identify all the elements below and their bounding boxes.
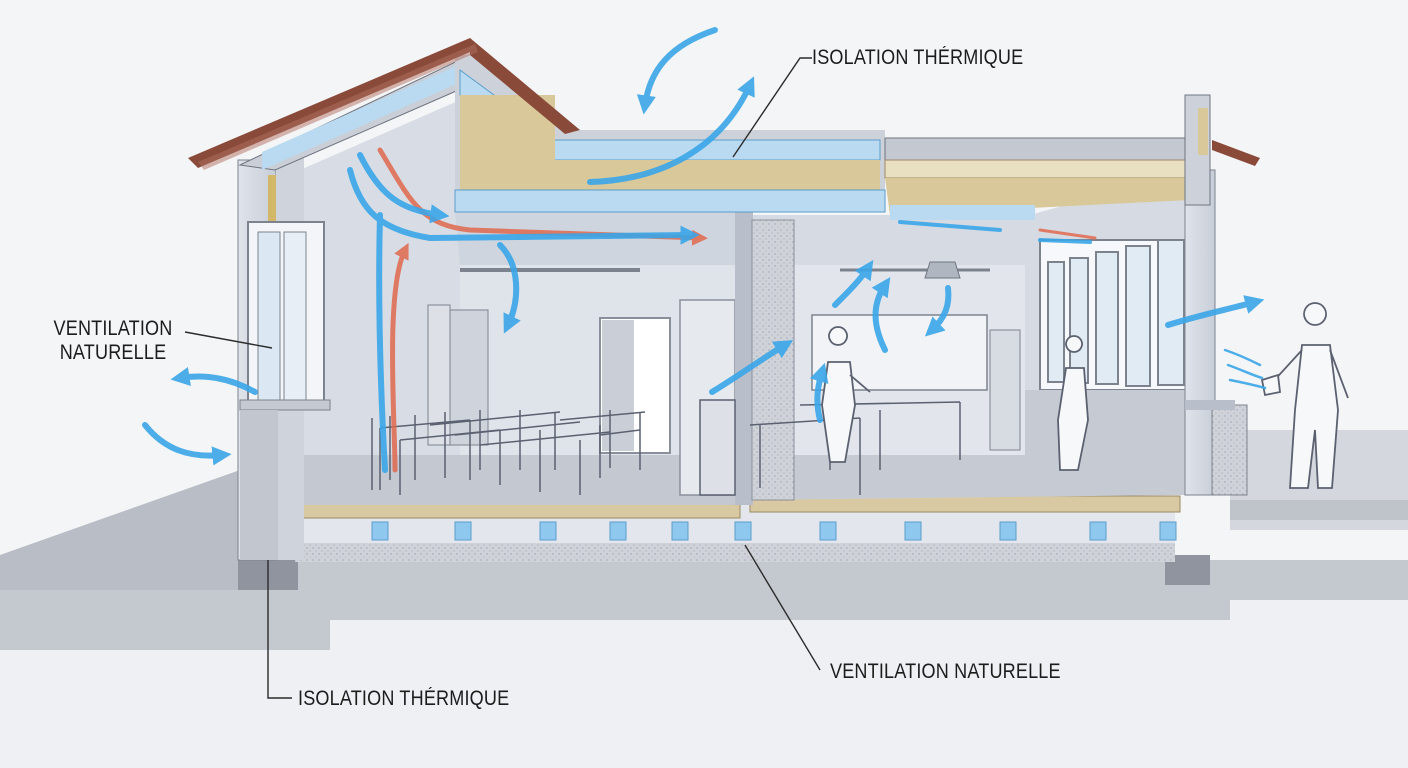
right-exterior-wall xyxy=(1025,169,1248,496)
roof-insulation xyxy=(238,54,1211,279)
classroom-furniture xyxy=(371,399,961,496)
label-isolation-thermique-bottom: ISOLATION THÉRMIQUE xyxy=(298,687,510,710)
leader-lines xyxy=(184,57,821,699)
ground-terrain xyxy=(0,430,1408,768)
label-ventilation-naturelle-left: VENTILATION NATURELLE xyxy=(40,317,186,365)
label-ventilation-line1: VENTILATION xyxy=(53,317,173,340)
worker-figure-icon xyxy=(821,302,1349,489)
foundation-slab xyxy=(238,495,1210,590)
fresh-airflow-arrows xyxy=(142,27,1267,473)
label-ventilation-naturelle-bottom: VENTILATION NATURELLE xyxy=(830,660,1061,683)
label-ventilation-line2: NATURELLE xyxy=(59,341,167,364)
roof-tiles xyxy=(188,38,1260,170)
left-exterior-wall xyxy=(237,150,331,561)
label-isolation-thermique-top: ISOLATION THÉRMIQUE xyxy=(812,46,1024,69)
